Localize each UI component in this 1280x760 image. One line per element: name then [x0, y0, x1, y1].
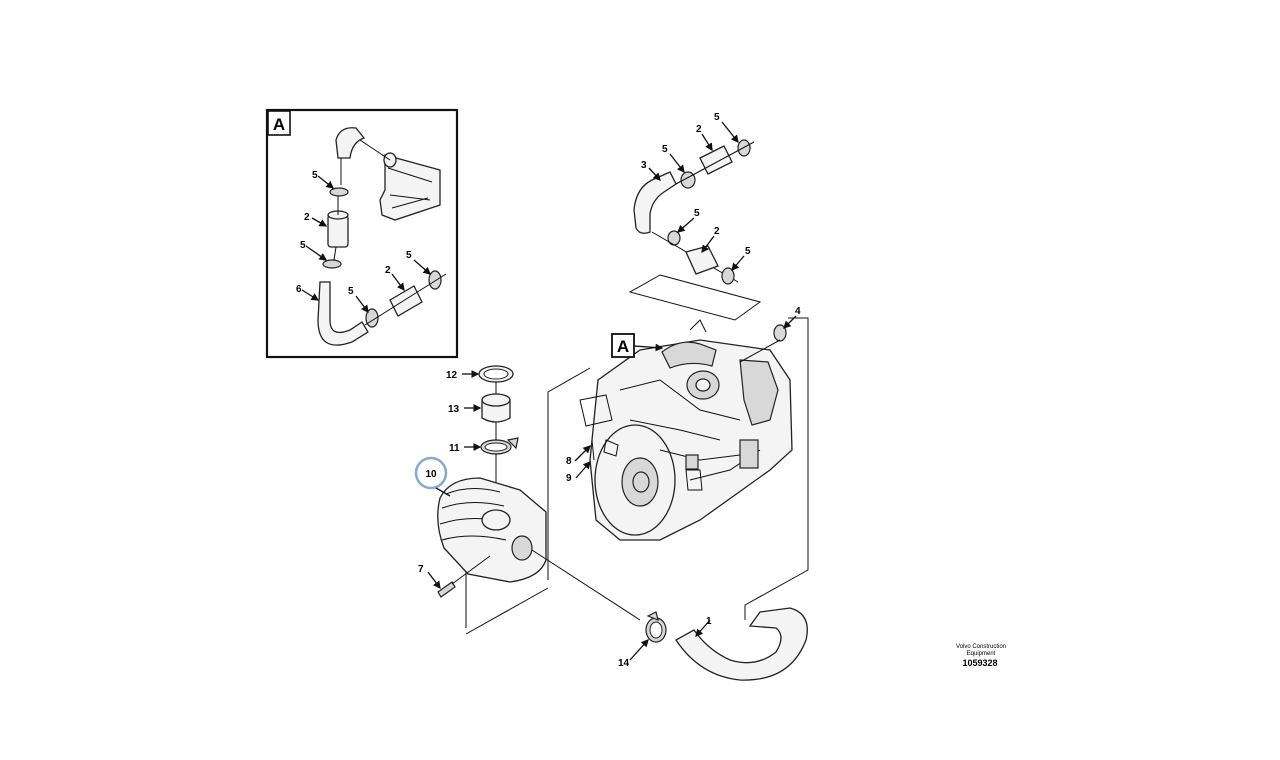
- document-number: 1059328: [962, 658, 997, 668]
- inset-sleeve-2: [389, 285, 423, 317]
- label-5: 5: [312, 170, 318, 181]
- label-4: 4: [795, 306, 801, 317]
- inset-elbow: [335, 127, 366, 159]
- label-10: 10: [425, 469, 437, 480]
- engine-block: [579, 319, 793, 541]
- company-name-line1: Volvo Construction: [956, 644, 1006, 650]
- frame-line: [744, 317, 809, 620]
- inset-clamp: [329, 187, 349, 197]
- clamp-4: [773, 324, 787, 342]
- label-5: 5: [348, 286, 354, 297]
- label-1: 1: [706, 616, 712, 627]
- upper-hose-assembly: 3 5 2 5 5 2 5: [628, 112, 762, 321]
- hose-3: [633, 171, 677, 234]
- label-11: 11: [449, 443, 460, 454]
- highlight-ring: [414, 456, 448, 490]
- label-5: 5: [406, 250, 412, 261]
- inset-label: A: [273, 115, 285, 134]
- label-13: 13: [448, 404, 460, 415]
- company-name-line2: Equipment: [967, 651, 996, 657]
- bolt-7: [437, 581, 456, 598]
- detail-inset-a: A 5 2 5 6 5 2 5: [265, 108, 459, 359]
- inset-clamp: [322, 259, 342, 269]
- inset-manifold: [379, 154, 441, 221]
- label-14: 14: [618, 658, 630, 669]
- label-2: 2: [696, 124, 702, 135]
- inset-sleeve: [327, 214, 349, 248]
- sleeve-2-upper: [699, 145, 733, 175]
- label-2: 2: [304, 212, 310, 223]
- intake-hose-1: 1 14: [618, 607, 808, 681]
- label-2: 2: [385, 265, 391, 276]
- label-5: 5: [714, 112, 720, 123]
- label-6: 6: [296, 284, 302, 295]
- label-5: 5: [300, 240, 306, 251]
- label-2: 2: [714, 226, 720, 237]
- gasket-outline: [628, 274, 762, 321]
- air-filter-group: 7 10 12 13 11: [414, 365, 641, 621]
- callout-a: A: [611, 333, 664, 358]
- label-5: 5: [694, 208, 700, 219]
- sleeve-2-lower: [685, 245, 719, 275]
- label-12: 12: [446, 370, 458, 381]
- label-7: 7: [418, 564, 424, 575]
- inset-hose: [317, 281, 369, 346]
- label-5: 5: [745, 246, 751, 257]
- label-3: 3: [641, 160, 647, 171]
- label-8: 8: [566, 456, 572, 467]
- diagram-footer: Volvo Construction Equipment 1059328: [956, 644, 1006, 668]
- frame-line: [547, 367, 591, 580]
- label-9: 9: [566, 473, 572, 484]
- callout-a-label: A: [617, 337, 629, 356]
- label-5: 5: [662, 144, 668, 155]
